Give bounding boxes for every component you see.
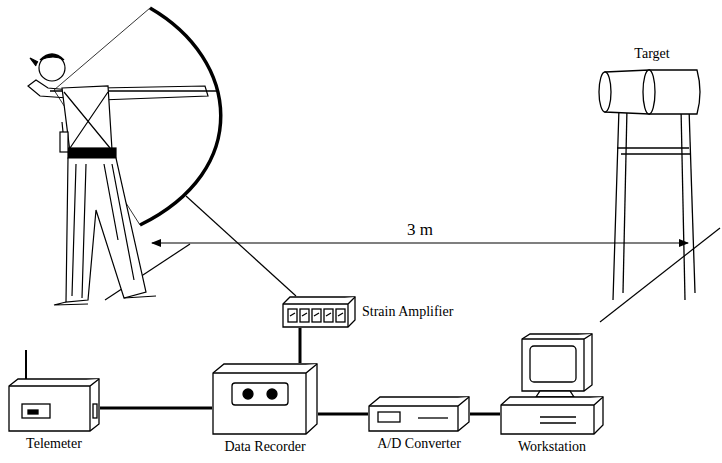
- device-drawing: [8, 378, 100, 432]
- device-label: Telemeter: [26, 436, 82, 452]
- device-drawing: [500, 333, 604, 435]
- amplifier-box: Strain Amplifier: [282, 296, 356, 328]
- device-label: Workstation: [518, 439, 586, 455]
- ad-converter-box: A/D Converter: [368, 396, 470, 432]
- cable: [299, 328, 302, 363]
- workstation-box: Workstation: [500, 333, 604, 435]
- cable: [100, 407, 212, 410]
- device-label: Target: [634, 46, 669, 62]
- device-drawing: [282, 296, 356, 328]
- data-recorder-box: Data Recorder: [212, 363, 318, 435]
- target: Target: [597, 68, 707, 303]
- device-label: A/D Converter: [377, 436, 461, 452]
- telemeter-box: Telemeter: [8, 378, 100, 432]
- device-label: Data Recorder: [224, 439, 305, 455]
- cable: [318, 413, 368, 416]
- device-drawing: [212, 363, 318, 435]
- device-drawing: [368, 396, 470, 432]
- device-drawing: [597, 68, 707, 303]
- cable: [470, 413, 500, 416]
- dimension-label: 3 m: [404, 220, 436, 240]
- device-label: Strain Amplifier: [362, 304, 453, 320]
